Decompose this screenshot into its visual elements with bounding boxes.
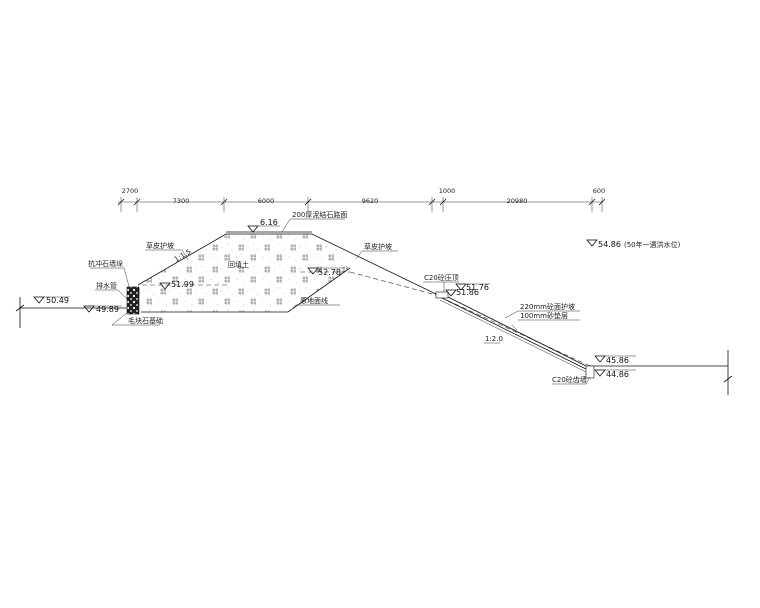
elevation-value: 51.86 <box>456 288 479 297</box>
dimension-label: 1000 <box>439 187 456 195</box>
elevation-water-level: 54.86 (50年一遇洪水位) <box>586 239 681 249</box>
label-gabion-wall: 抗冲石墙垛 <box>88 259 123 268</box>
right-ground-line <box>590 350 733 395</box>
label-toe-beam: C20砼齿墙 <box>552 375 587 384</box>
elevation-right-toe: 44.86 <box>594 369 636 379</box>
dimension-label: 6000 <box>258 197 275 205</box>
dimension-label: 7300 <box>173 197 190 205</box>
embankment-fill <box>138 234 350 312</box>
label-sand-cushion: 100mm砂垫层 <box>520 311 568 320</box>
concrete-slope-protection <box>435 291 595 379</box>
elevation-value: 45.86 <box>606 356 629 365</box>
elevation-value: 6.16 <box>260 218 278 227</box>
label-stone-foundation: 毛块石基础 <box>128 316 163 325</box>
dimension-chain: 2700 7300 6000 9620 1000 20980 600 <box>117 187 606 212</box>
elevation-value: 51.76 <box>466 283 489 292</box>
dimension-label: 9620 <box>362 197 379 205</box>
elevation-value: 52.78 <box>318 268 341 277</box>
elevation-value: 44.86 <box>606 370 629 379</box>
dimension-label: 20980 <box>507 197 528 205</box>
elevation-right-berm: 52.78 <box>307 267 344 277</box>
label-drain-pipe: 排水管 <box>96 281 117 290</box>
elevation-right-ground: 45.86 <box>594 355 636 365</box>
elevation-value: 50.49 <box>46 296 69 305</box>
left-ground-line <box>15 297 127 328</box>
water-level-note: (50年一遇洪水位) <box>624 240 681 249</box>
dimension-label: 2700 <box>122 187 139 195</box>
label-crest-paving: 200厚泥结石路面 <box>292 210 347 219</box>
label-slope-ratio: 1:2.0 <box>485 335 503 343</box>
elevation-value: 49.89 <box>96 305 119 314</box>
elevation-left-berm: 51.99 <box>159 280 194 290</box>
dimension-label: 600 <box>593 187 605 195</box>
label-right-slope-protection: 草皮护坡 <box>364 242 392 251</box>
elevation-left-toe: 49.89 <box>83 305 122 314</box>
label-original-ground: 原地面线 <box>300 296 328 305</box>
elevation-slope-top: 51.76 51.86 <box>445 283 490 297</box>
leader-lines <box>90 218 591 385</box>
label-c20-top-beam: C20砼压顶 <box>424 273 459 282</box>
elevation-value: 51.99 <box>171 280 194 289</box>
label-fill: 回填土 <box>228 260 249 269</box>
berm-lines <box>142 271 591 367</box>
embankment-outline <box>137 231 441 313</box>
label-concrete-protection: 220mm砼面护坡 <box>520 302 575 311</box>
label-left-slope-protection: 草皮护坡 <box>146 241 174 250</box>
elevation-value: 54.86 <box>598 240 621 249</box>
gabion-wall <box>126 286 140 315</box>
elevation-left-ground: 50.49 <box>33 296 70 305</box>
elevation-crest: 6.16 <box>247 218 280 233</box>
